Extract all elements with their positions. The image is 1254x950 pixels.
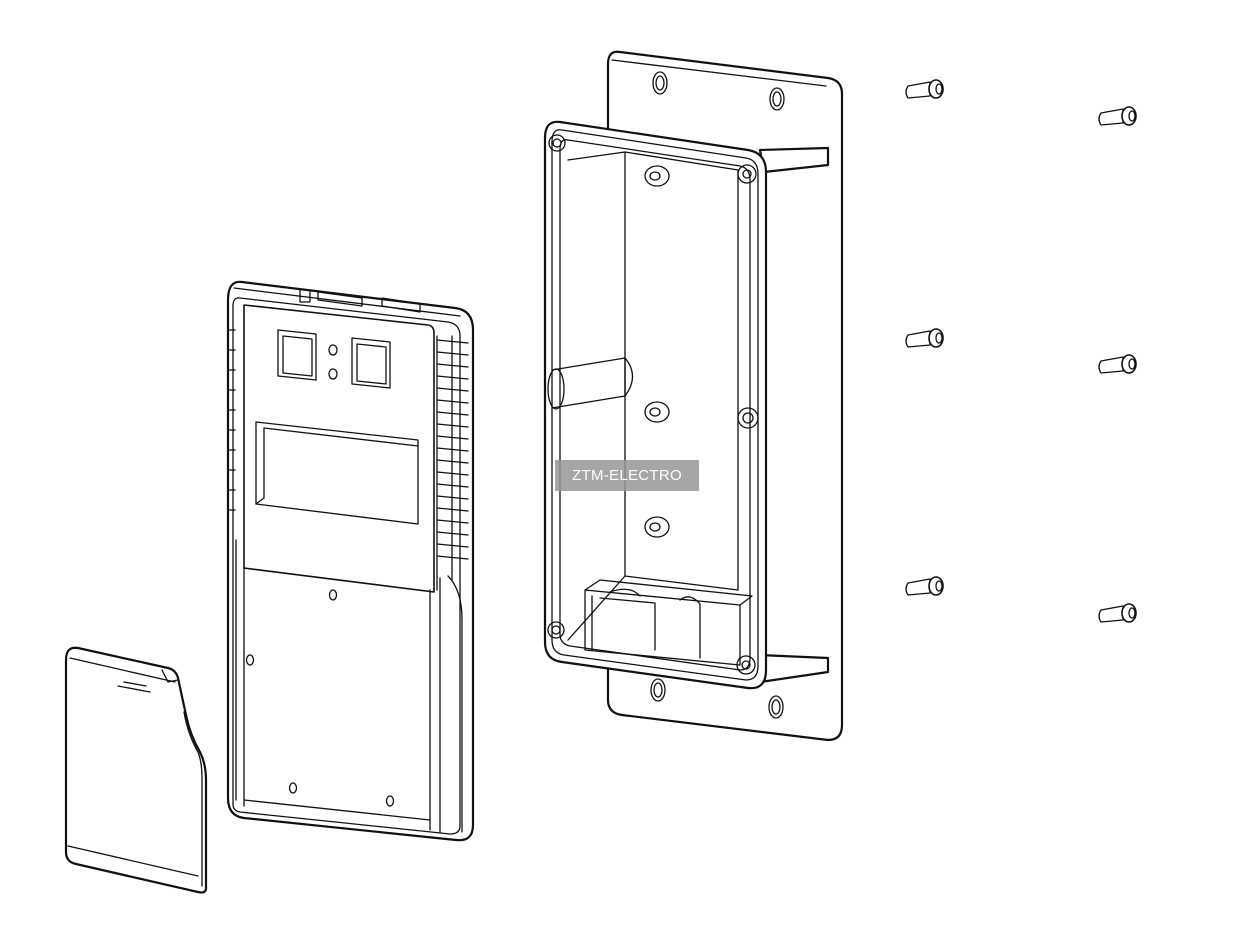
screw — [1098, 603, 1137, 623]
back-box — [543, 50, 844, 742]
screw — [1098, 106, 1137, 126]
screw — [905, 79, 944, 99]
battery-door — [64, 646, 208, 894]
mounting-screws — [905, 79, 1137, 623]
front-cover — [226, 280, 475, 842]
screw — [905, 328, 944, 348]
screw — [905, 576, 944, 596]
watermark-label: ZTM-ELECTRO — [555, 460, 699, 491]
screw — [1098, 354, 1137, 374]
